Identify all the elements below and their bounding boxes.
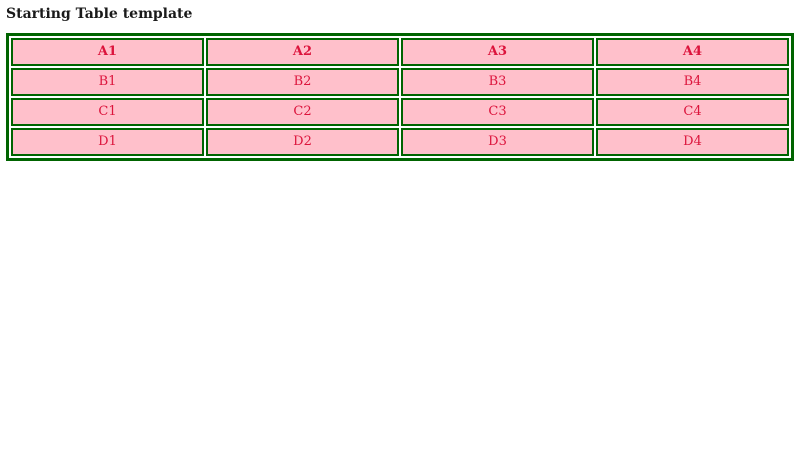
table-cell: C3	[401, 98, 594, 126]
table-cell: C2	[206, 98, 399, 126]
table-cell: D2	[206, 128, 399, 156]
header-cell: A2	[206, 38, 399, 66]
table-cell: C1	[11, 98, 204, 126]
table-row: B1 B2 B3 B4	[11, 68, 789, 96]
table-cell: D4	[596, 128, 789, 156]
table-body: B1 B2 B3 B4 C1 C2 C3 C4 D1 D2 D3 D4	[11, 68, 789, 156]
table-cell: C4	[596, 98, 789, 126]
table-cell: B3	[401, 68, 594, 96]
table-header: A1 A2 A3 A4	[11, 38, 789, 66]
starting-table: A1 A2 A3 A4 B1 B2 B3 B4 C1 C2 C3 C4 D1 D…	[6, 33, 794, 161]
header-cell: A4	[596, 38, 789, 66]
table-cell: B4	[596, 68, 789, 96]
header-cell: A3	[401, 38, 594, 66]
table-cell: D3	[401, 128, 594, 156]
table-row: C1 C2 C3 C4	[11, 98, 789, 126]
page: Starting Table template A1 A2 A3 A4 B1 B…	[6, 6, 794, 161]
table-header-row: A1 A2 A3 A4	[11, 38, 789, 66]
table-cell: D1	[11, 128, 204, 156]
page-title: Starting Table template	[6, 6, 193, 22]
table-row: D1 D2 D3 D4	[11, 128, 789, 156]
table-cell: B2	[206, 68, 399, 96]
header-cell: A1	[11, 38, 204, 66]
table-cell: B1	[11, 68, 204, 96]
